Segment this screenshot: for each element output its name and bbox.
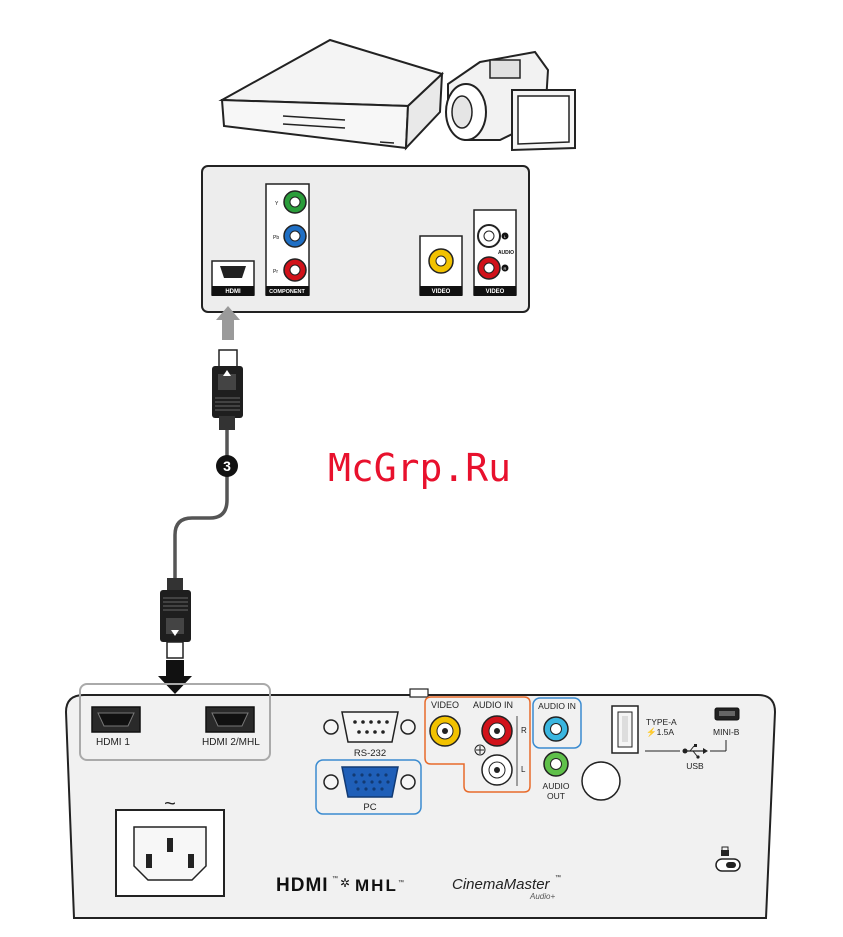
audio-out-label-2: OUT	[547, 791, 565, 801]
audio-in-r-jack[interactable]	[482, 716, 512, 746]
pb-label: Pb	[273, 235, 279, 241]
pc-audio-in-jack[interactable]	[544, 717, 568, 741]
mhl-tm: ™	[398, 879, 404, 886]
audio-in-label: AUDIO IN	[473, 700, 513, 710]
audio-plus-logo: Audio+	[529, 892, 555, 901]
source-component-ports[interactable]: COMPONENT Y Pb Pr	[266, 184, 309, 296]
cinemamaster-tm: ™	[555, 874, 561, 881]
step-number: 3	[223, 458, 231, 474]
usb-type-a-label: TYPE-A	[646, 717, 677, 727]
cinemamaster-logo: CinemaMaster	[452, 876, 551, 893]
source-hdmi-label: HDMI	[225, 289, 241, 295]
usb-type-a-port[interactable]	[612, 706, 638, 753]
source-video2-label: VIDEO	[486, 289, 505, 295]
audio-in-l-jack[interactable]	[482, 755, 512, 785]
usb-current-label: ⚡1.5A	[646, 727, 674, 738]
hdmi-logo: HDMI	[276, 875, 329, 896]
camcorder-icon	[446, 52, 575, 150]
down-arrow-icon	[158, 660, 192, 694]
audio-label: AUDIO	[498, 250, 514, 256]
source-video-port[interactable]: VIDEO	[420, 236, 462, 296]
mhl-x-icon: ✲	[340, 876, 350, 890]
hdmi-tm: ™	[332, 875, 338, 882]
hdmi1-label: HDMI 1	[96, 737, 130, 748]
dvd-player-icon	[222, 40, 442, 148]
watermark: McGrp.Ru	[328, 446, 511, 490]
pc-audio-in-label: AUDIO IN	[538, 701, 576, 711]
source-panel: HDMI COMPONENT Y Pb Pr VIDEO	[202, 166, 529, 312]
audio-in-r-label: R	[521, 726, 527, 735]
audio-out-jack[interactable]	[544, 752, 568, 776]
rs232-label: RS-232	[354, 748, 386, 759]
hdmi2-port[interactable]	[206, 707, 254, 732]
usb-mini-b-port[interactable]	[715, 708, 739, 720]
mini-b-label: MINI-B	[713, 727, 740, 737]
usb-label: USB	[686, 761, 704, 771]
source-audio-ports[interactable]: VIDEO L R AUDIO	[474, 210, 516, 296]
ir-sensor	[582, 762, 620, 800]
video-in-jack[interactable]	[430, 716, 460, 746]
pc-label: PC	[363, 802, 376, 813]
step-badge: 3	[216, 455, 238, 477]
component-label: COMPONENT	[269, 289, 305, 295]
source-video-label: VIDEO	[432, 289, 451, 295]
projector-rear-panel: HDMI 1 HDMI 2/MHL RS-232	[66, 684, 775, 918]
mhl-logo: MHL	[355, 876, 398, 895]
ac-power-inlet[interactable]	[116, 810, 224, 896]
hdmi1-port[interactable]	[92, 707, 140, 732]
pr-label: Pr	[273, 269, 278, 275]
r-label: R	[504, 266, 507, 271]
hdmi-cable	[160, 350, 243, 658]
audio-in-l-label: L	[521, 765, 526, 774]
source-hdmi-port[interactable]: HDMI	[212, 261, 254, 296]
audio-out-label-1: AUDIO	[543, 781, 570, 791]
hdmi2-label: HDMI 2/MHL	[202, 737, 260, 748]
video-label: VIDEO	[431, 700, 459, 710]
